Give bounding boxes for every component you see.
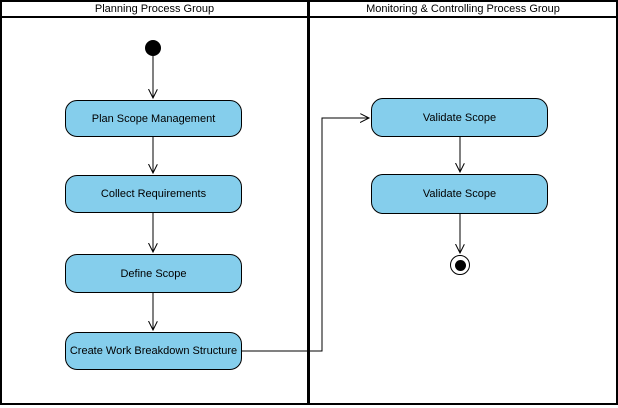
activity-final-node[interactable] [450, 255, 470, 275]
swimlane-divider [307, 0, 310, 405]
action-node-validate-scope-2[interactable]: Validate Scope [371, 174, 548, 214]
action-label: Validate Scope [422, 111, 497, 124]
action-label: Plan Scope Management [91, 112, 216, 125]
swimlane-header-monitoring-controlling: Monitoring & Controlling Process Group [366, 3, 560, 15]
action-node-define-scope[interactable]: Define Scope [65, 254, 242, 293]
activity-final-node-dot [454, 259, 466, 271]
swimlane-header-separator [0, 16, 618, 18]
action-label: Collect Requirements [100, 188, 207, 200]
action-node-validate-scope-1[interactable]: Validate Scope [371, 98, 548, 137]
edge-create-wbs-to-validate-scope-1 [242, 118, 369, 352]
action-label: Create Work Breakdown Structure [69, 345, 238, 357]
swimlane-header-planning: Planning Process Group [94, 3, 215, 15]
initial-node[interactable] [145, 40, 161, 56]
action-label: Validate Scope [422, 188, 497, 200]
action-node-plan-scope-management[interactable]: Plan Scope Management [65, 100, 242, 137]
action-label: Define Scope [120, 267, 187, 280]
action-node-create-work-breakdown-structure[interactable]: Create Work Breakdown Structure [65, 332, 242, 370]
action-node-collect-requirements[interactable]: Collect Requirements [65, 175, 242, 213]
